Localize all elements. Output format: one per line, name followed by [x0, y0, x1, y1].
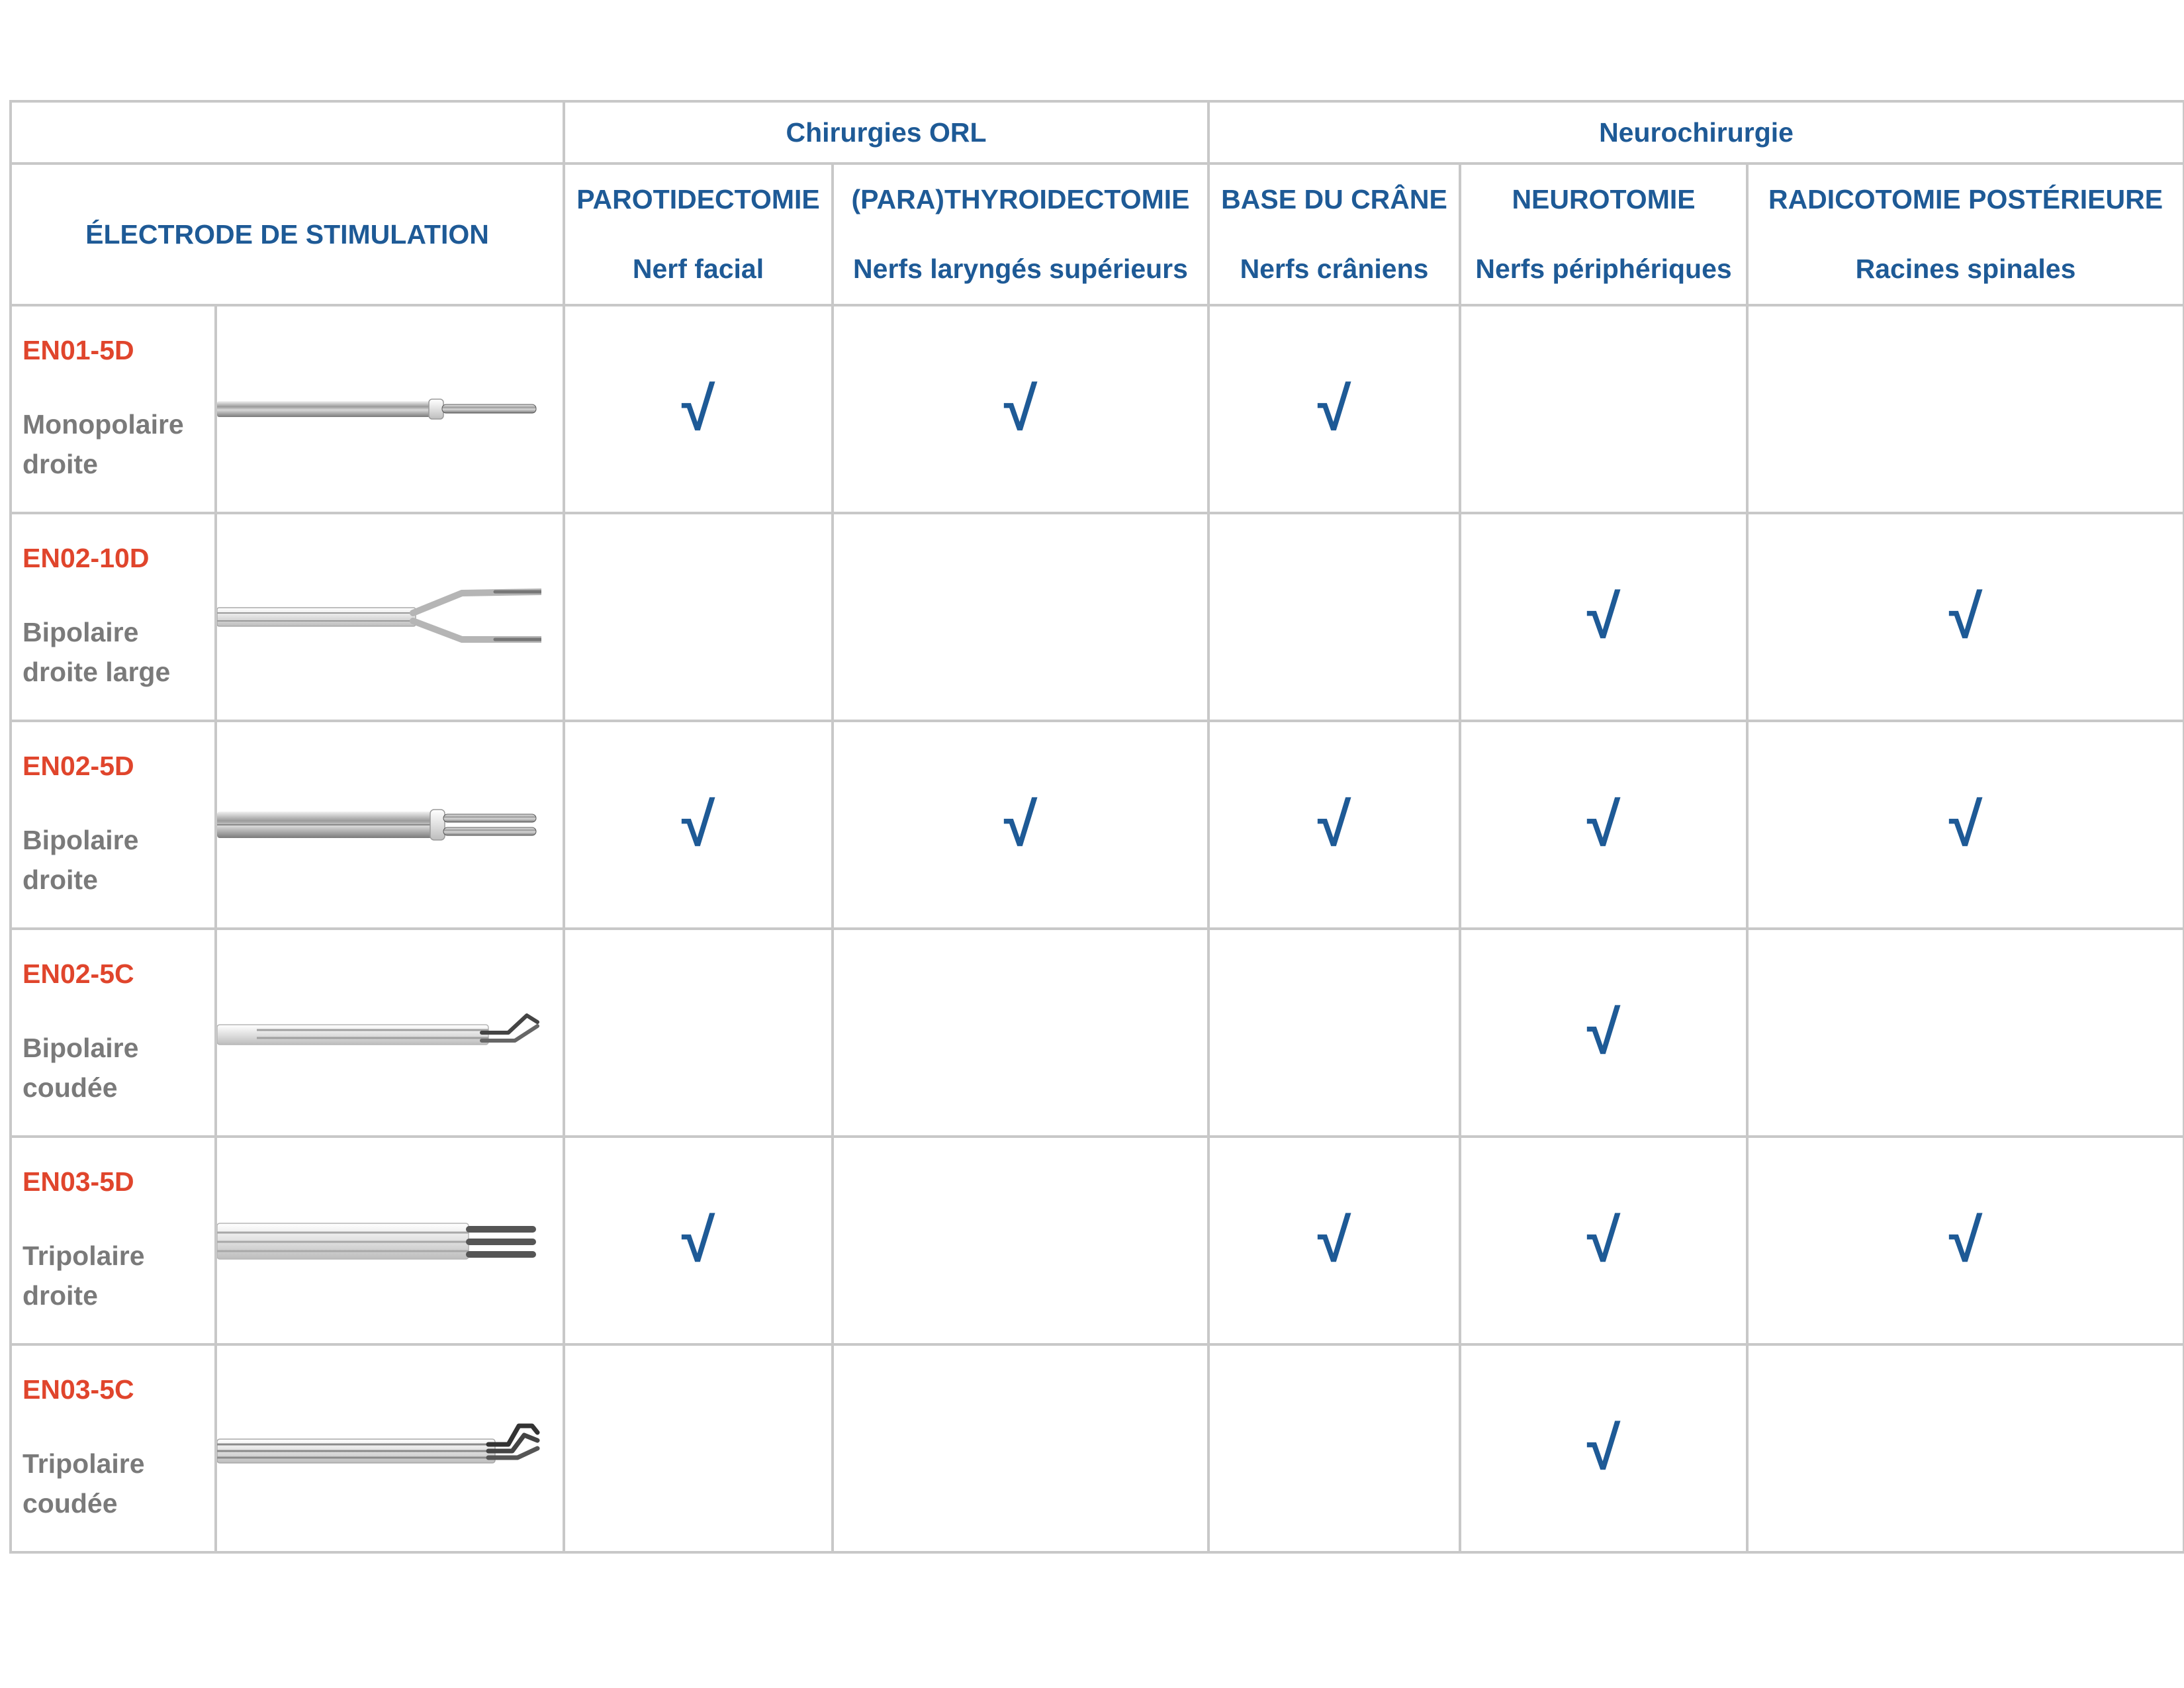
- electrode-image-cell: [214, 720, 565, 930]
- monopolar-straight-electrode-image: [217, 399, 537, 420]
- compat-cell: √: [563, 1135, 834, 1346]
- column-subtitle: Racines spinales: [1855, 254, 2076, 284]
- compat-cell: [1459, 304, 1749, 514]
- compat-cell: [1207, 1343, 1462, 1554]
- compat-cell: [1746, 1343, 2184, 1554]
- compat-cell: [563, 512, 834, 722]
- electrode-image-cell: [214, 1135, 565, 1346]
- compat-cell: [563, 1343, 834, 1554]
- compat-cell: [831, 927, 1210, 1138]
- column-title: (PARA)THYROIDECTOMIE: [851, 184, 1190, 214]
- bipolar-angled-electrode-image: [217, 1013, 539, 1045]
- compat-cell: √: [831, 304, 1210, 514]
- compat-cell: √: [1746, 512, 2184, 722]
- compat-cell: √: [1459, 512, 1749, 722]
- compat-cell: [831, 1343, 1210, 1554]
- electrode-column-header: ÉLECTRODE DE STIMULATION: [9, 162, 565, 306]
- electrode-image-cell: [214, 927, 565, 1138]
- column-header-base-du-crane: BASE DU CRÂNE Nerfs crâniens: [1207, 162, 1462, 306]
- column-header-parotidectomie: PAROTIDECTOMIE Nerf facial: [563, 162, 834, 306]
- group-header-orl: Chirurgies ORL: [562, 100, 1210, 165]
- electrode-code: EN02-10D: [23, 543, 150, 573]
- column-title: PAROTIDECTOMIE: [576, 184, 820, 214]
- bipolar-straight-electrode-image: [217, 809, 537, 841]
- electrode-code: EN02-5C: [23, 959, 134, 989]
- tripolar-angled-electrode-image: [217, 1423, 540, 1464]
- compat-cell: √: [1459, 927, 1749, 1138]
- electrode-image-cell: [214, 512, 565, 722]
- electrode-code: EN03-5D: [23, 1166, 134, 1197]
- tripolar-straight-electrode-image: [217, 1223, 536, 1260]
- electrode-code: EN02-5D: [23, 751, 134, 781]
- compat-cell: [1207, 927, 1462, 1138]
- column-title: RADICOTOMIE POSTÉRIEURE: [1768, 184, 2163, 214]
- empty-corner-cell: [9, 100, 565, 165]
- column-subtitle: Nerfs laryngés supérieurs: [853, 254, 1188, 284]
- group-header-row: Chirurgies ORL Neurochirurgie: [9, 100, 2184, 165]
- compat-cell: [1746, 927, 2184, 1138]
- electrode-code: EN03-5C: [23, 1374, 134, 1405]
- electrode-compatibility-table: Chirurgies ORL Neurochirurgie ÉLECTRODE …: [9, 100, 2184, 1554]
- group-header-neurochirurgie: Neurochirurgie: [1207, 100, 2184, 165]
- compat-cell: √: [1207, 720, 1462, 930]
- column-header-radicotomie: RADICOTOMIE POSTÉRIEURE Racines spinales: [1746, 162, 2184, 306]
- compat-cell: √: [563, 304, 834, 514]
- column-header-neurotomie: NEUROTOMIE Nerfs périphériques: [1459, 162, 1749, 306]
- compat-cell: √: [1459, 1135, 1749, 1346]
- compat-cell: [831, 512, 1210, 722]
- compat-cell: [831, 1135, 1210, 1346]
- column-title: BASE DU CRÂNE: [1221, 184, 1447, 214]
- compat-cell: √: [1207, 1135, 1462, 1346]
- compat-cell: [1746, 304, 2184, 514]
- column-header-thyroidectomie: (PARA)THYROIDECTOMIE Nerfs laryngés supé…: [831, 162, 1210, 306]
- electrode-image-cell: [214, 1343, 565, 1554]
- electrode-code: EN01-5D: [23, 335, 134, 365]
- column-subtitle: Nerfs périphériques: [1475, 254, 1732, 284]
- compat-cell: √: [1746, 720, 2184, 930]
- compat-cell: √: [1459, 720, 1749, 930]
- compat-cell: [1207, 512, 1462, 722]
- column-subtitle: Nerfs crâniens: [1240, 254, 1429, 284]
- bipolar-wide-straight-electrode-image: [217, 588, 541, 643]
- procedure-header-row: ÉLECTRODE DE STIMULATION PAROTIDECTOMIE …: [9, 162, 2184, 306]
- column-title: NEUROTOMIE: [1512, 184, 1696, 214]
- compat-cell: √: [831, 720, 1210, 930]
- column-subtitle: Nerf facial: [632, 254, 764, 284]
- compat-cell: √: [1207, 304, 1462, 514]
- compat-cell: √: [563, 720, 834, 930]
- compat-cell: [563, 927, 834, 1138]
- compat-cell: √: [1459, 1343, 1749, 1554]
- electrode-image-cell: [214, 304, 565, 514]
- compat-cell: √: [1746, 1135, 2184, 1346]
